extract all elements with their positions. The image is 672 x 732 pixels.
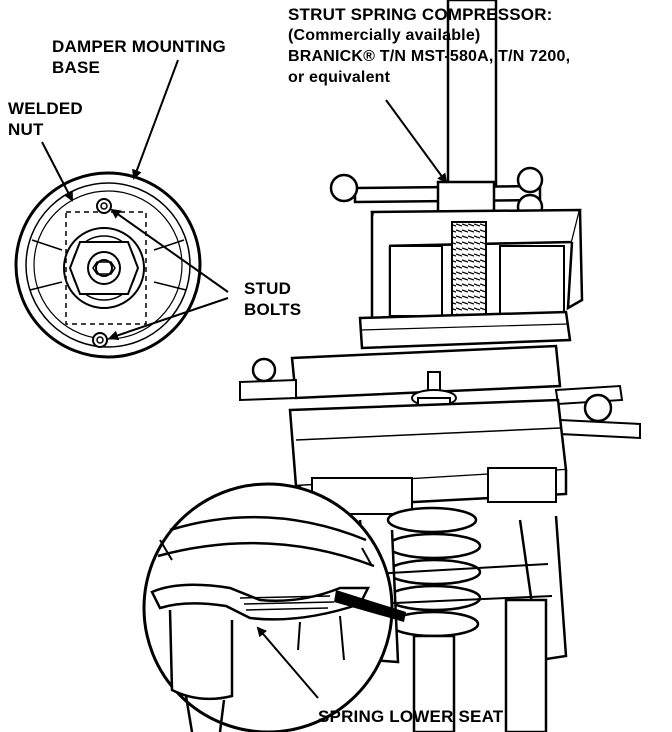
strut-body [412, 634, 456, 732]
stud-bolts-label-line2: BOLTS [244, 300, 302, 319]
welded-nut-label-line1: WELDED [8, 99, 83, 118]
center-nut [95, 259, 113, 277]
compressor-label-line1: STRUT SPRING COMPRESSOR: [288, 5, 553, 24]
stud-bolt-leader-arrow-bottom [108, 297, 229, 341]
compressor-lower-plate [288, 398, 568, 515]
damper-mounting-base-view [14, 171, 202, 359]
welded-nut-label-line2: NUT [8, 120, 44, 139]
compressor-label-line3: BRANICK® T/N MST-580A, T/N 7200, [288, 48, 571, 65]
damper-base-outer-ring [14, 171, 202, 359]
damper-base-label: DAMPER MOUNTING BASE [52, 36, 226, 78]
spring-seat-leader-arrow [256, 626, 319, 699]
stud-bolt-bottom [92, 332, 108, 348]
damper-rod [446, 0, 498, 192]
damper-base-label-line1: DAMPER MOUNTING [52, 37, 226, 56]
detail-leader-wedge [334, 590, 406, 622]
stud-bolts-label: STUD BOLTS [244, 278, 301, 320]
compressor-leader-arrow [385, 99, 448, 184]
spring-lower-seat-detail [142, 482, 394, 732]
compressor-label-line2: (Commercially available) [288, 27, 481, 44]
leader-lines [41, 59, 448, 699]
welded-nut-leader-arrow [41, 141, 73, 202]
compressor-label-line4: or equivalent [288, 69, 391, 86]
welded-nut-label: WELDED NUT [8, 98, 83, 140]
damper-base-leader-arrow [132, 59, 179, 180]
compressor-label: STRUT SPRING COMPRESSOR: (Commercially a… [288, 4, 570, 88]
damper-hub [63, 227, 145, 309]
compressor-collar [358, 310, 572, 350]
damper-base-label-line2: BASE [52, 58, 101, 77]
stud-bolt-top [96, 198, 112, 214]
compressor-screw [451, 221, 487, 323]
stud-bolts-label-line1: STUD [244, 279, 292, 298]
stud-bolt-leader-arrow-top [110, 208, 229, 293]
spring-lower-seat-label-text: SPRING LOWER SEAT [318, 707, 504, 726]
spring-lower-seat-label: SPRING LOWER SEAT [318, 706, 503, 727]
coil-spring [386, 506, 482, 638]
